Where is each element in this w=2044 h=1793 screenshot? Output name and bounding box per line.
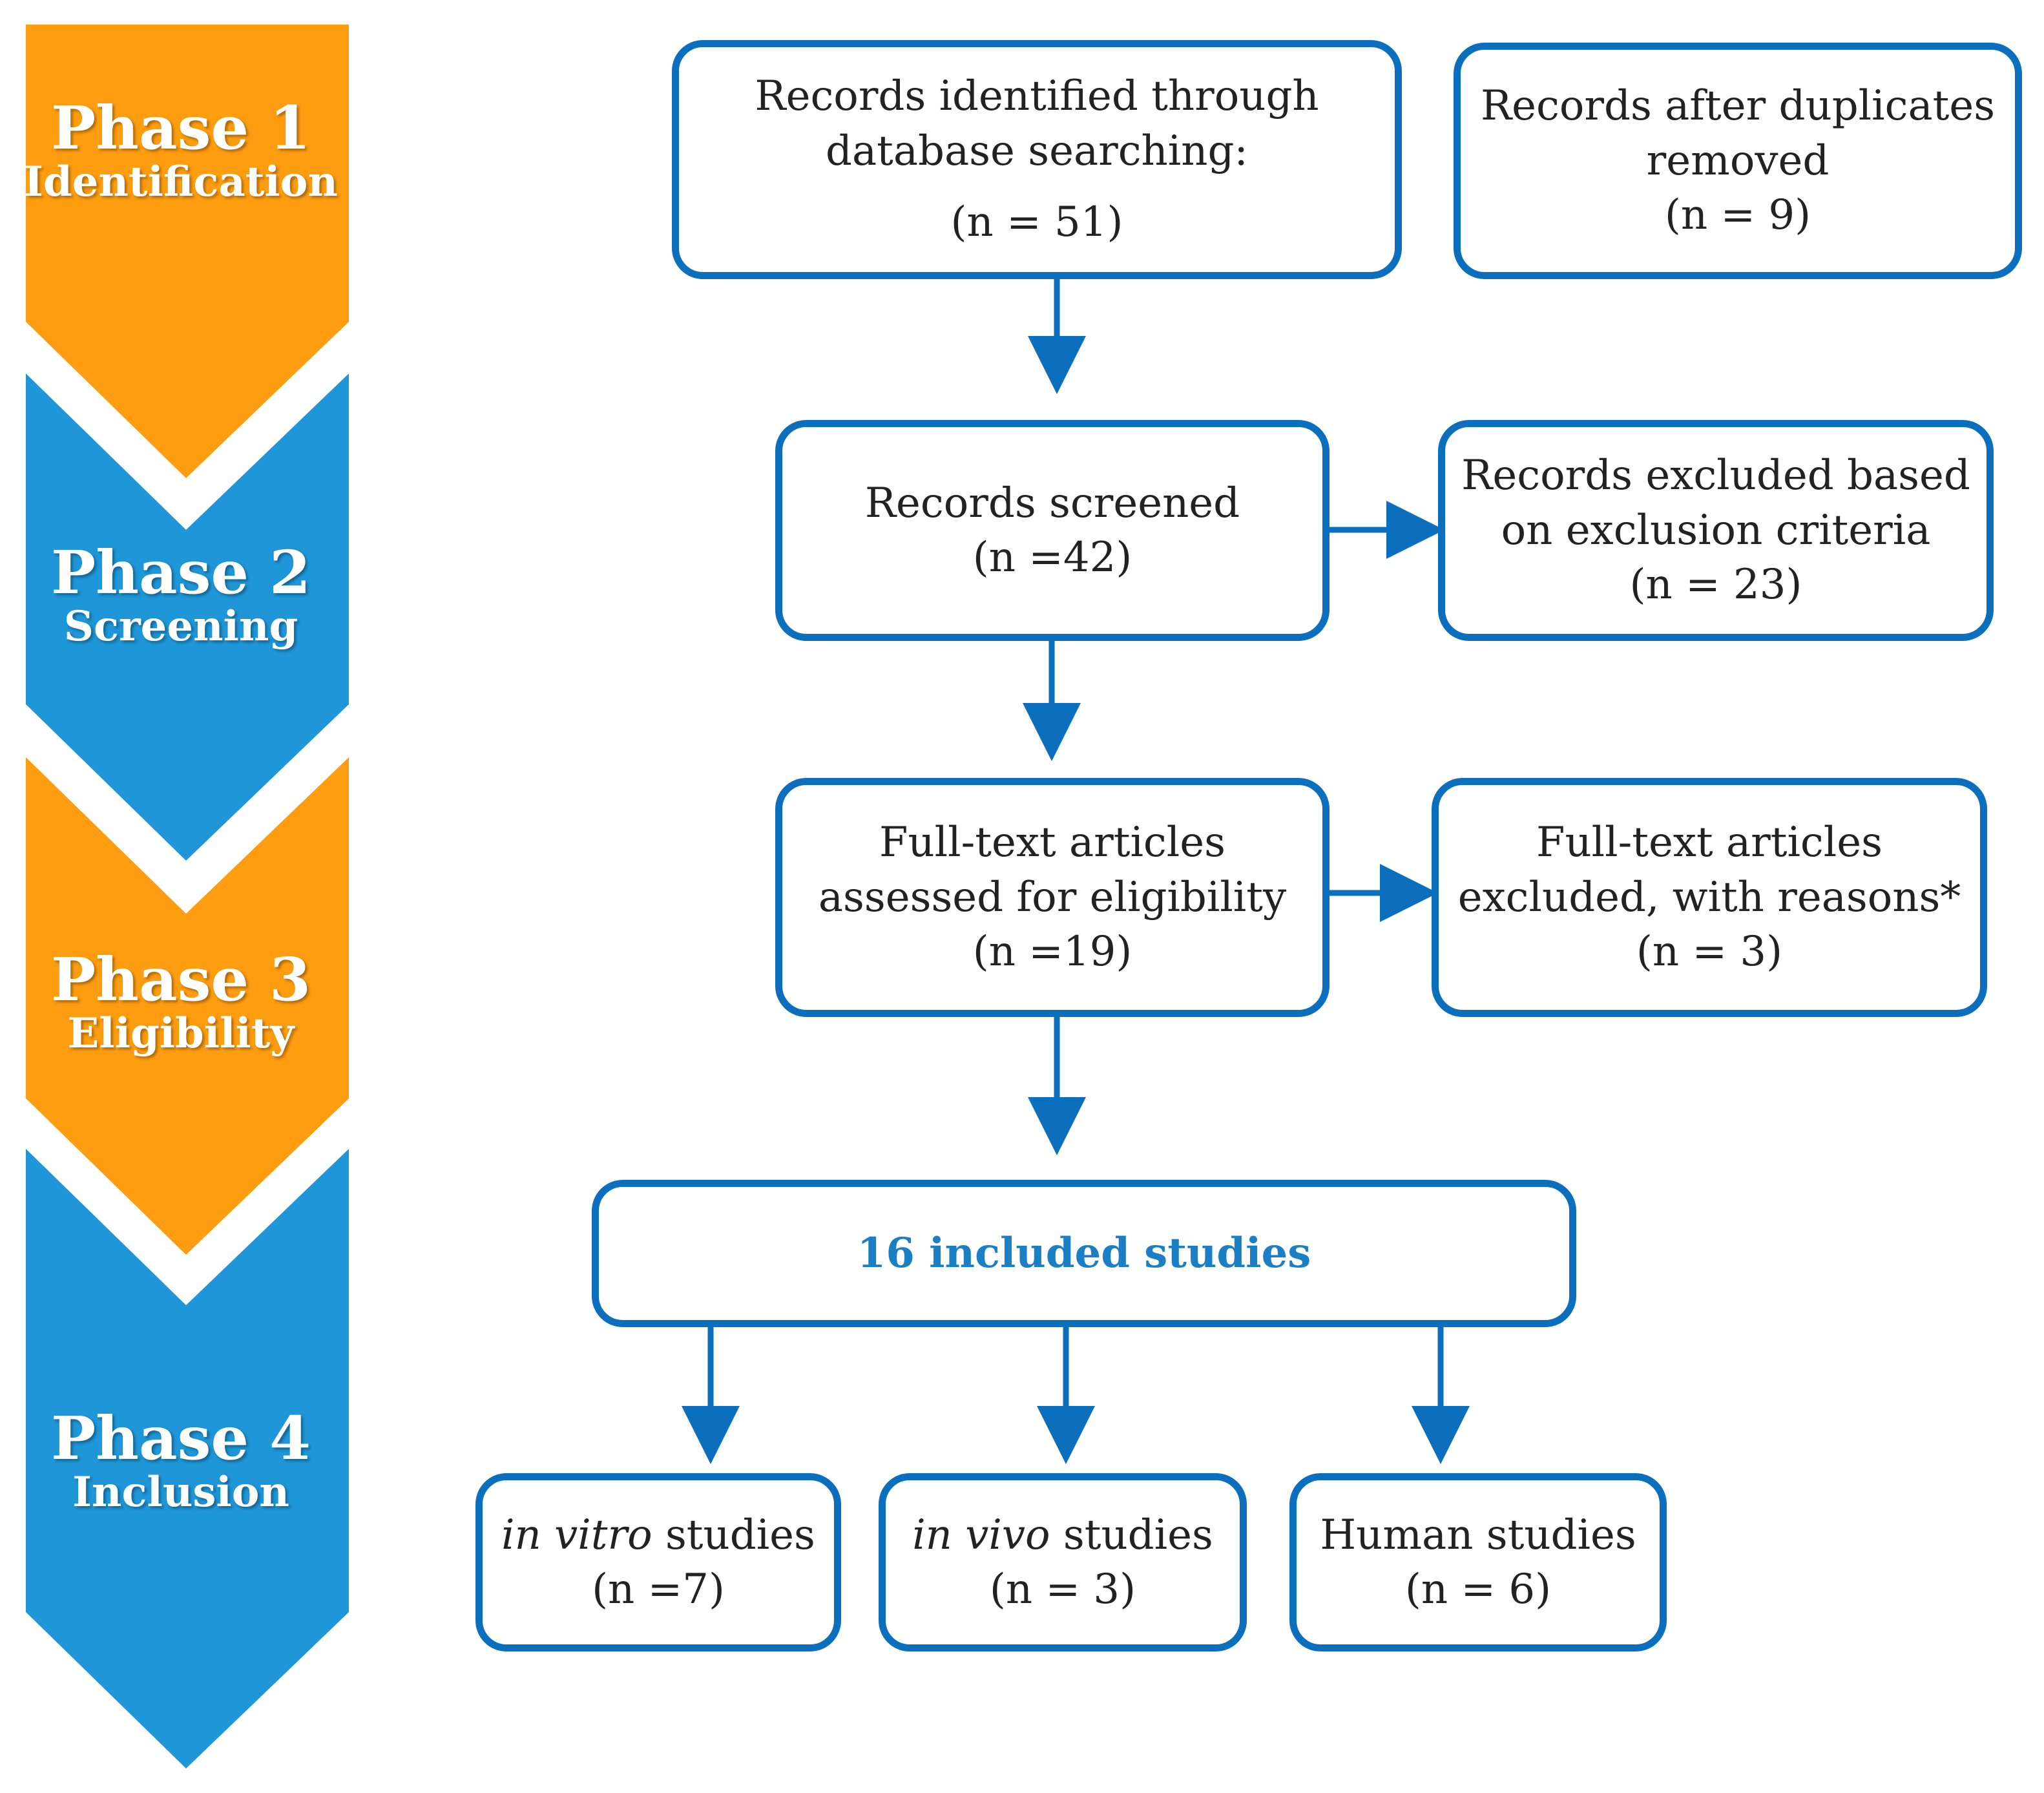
fulltext-count: (n =19) <box>972 928 1132 976</box>
fulltext-line2: assessed for eligibility <box>818 873 1287 921</box>
screened-line1: Records screened <box>864 479 1240 527</box>
human-studies-label: Human studies <box>1320 1511 1636 1559</box>
phase-4-number: Phase 4 <box>50 1403 311 1473</box>
records-identified-line1: Records identified through <box>755 72 1319 121</box>
human-studies-count: (n = 6) <box>1404 1566 1552 1613</box>
duplicates-count: (n = 9) <box>1664 191 1811 240</box>
in-vivo-count: (n = 3) <box>989 1566 1136 1613</box>
phase-1-label: Phase 1 Identification <box>13 97 349 205</box>
records-identified-box: Records identified through database sear… <box>672 40 1402 279</box>
included-studies-label: 16 included studies <box>857 1228 1311 1277</box>
fulltext-excluded-line1: Full-text articles <box>1536 819 1882 867</box>
in-vitro-box: in vitro studies (n =7) <box>475 1473 841 1651</box>
duplicates-line1: Records after duplicates <box>1480 82 1996 131</box>
phase-1-chevron <box>26 25 349 478</box>
phase-2-chevron <box>26 373 349 861</box>
records-excluded-box: Records excluded based on exclusion crit… <box>1438 420 1994 641</box>
records-identified-line2: database searching: <box>826 127 1248 175</box>
phase-column: Phase 1 Identification Phase 2 Screening… <box>0 0 362 1790</box>
phase-3-name: Eligibility <box>67 1009 295 1058</box>
in-vivo-italic: in vivo <box>912 1511 1050 1559</box>
screened-count: (n =42) <box>972 534 1132 582</box>
in-vitro-rest: studies <box>652 1511 815 1559</box>
records-duplicates-removed-box: Records after duplicates removed (n = 9) <box>1454 43 2022 279</box>
phase-2-label: Phase 2 Screening <box>13 541 349 649</box>
phase-4-name: Inclusion <box>72 1467 289 1516</box>
in-vivo-label: in vivo studies <box>912 1508 1213 1562</box>
phase-3-chevron <box>26 757 349 1255</box>
phase-1-name: Identification <box>24 157 338 206</box>
fulltext-line1: Full-text articles <box>879 819 1225 867</box>
in-vitro-italic: in vitro <box>501 1511 652 1559</box>
excluded-line2: on exclusion criteria <box>1501 506 1931 554</box>
phase-4-chevron <box>26 1149 349 1768</box>
phase-chevrons <box>26 25 349 1768</box>
phase-1-number: Phase 1 <box>50 93 311 163</box>
human-studies-box: Human studies (n = 6) <box>1289 1473 1667 1651</box>
phase-4-label: Phase 4 Inclusion <box>13 1407 349 1515</box>
fulltext-excluded-count: (n = 3) <box>1636 928 1783 976</box>
in-vitro-count: (n =7) <box>592 1566 725 1613</box>
records-screened-box: Records screened (n =42) <box>775 420 1330 641</box>
phase-3-label: Phase 3 Eligibility <box>13 949 349 1056</box>
in-vivo-box: in vivo studies (n = 3) <box>879 1473 1247 1651</box>
records-identified-count: (n = 51) <box>950 198 1123 247</box>
in-vivo-rest: studies <box>1050 1511 1213 1559</box>
fulltext-excluded-box: Full-text articles excluded, with reason… <box>1432 778 1987 1017</box>
included-studies-box: 16 included studies <box>592 1180 1576 1327</box>
fulltext-excluded-line2: excluded, with reasons* <box>1457 873 1961 921</box>
phase-3-number: Phase 3 <box>50 945 311 1014</box>
duplicates-line2: removed <box>1646 136 1830 185</box>
excluded-line1: Records excluded based <box>1461 452 1970 500</box>
in-vitro-label: in vitro studies <box>501 1508 815 1562</box>
excluded-count: (n = 23) <box>1629 561 1802 609</box>
phase-2-name: Screening <box>63 602 298 651</box>
fulltext-assessed-box: Full-text articles assessed for eligibil… <box>775 778 1330 1017</box>
phase-2-number: Phase 2 <box>50 538 311 607</box>
